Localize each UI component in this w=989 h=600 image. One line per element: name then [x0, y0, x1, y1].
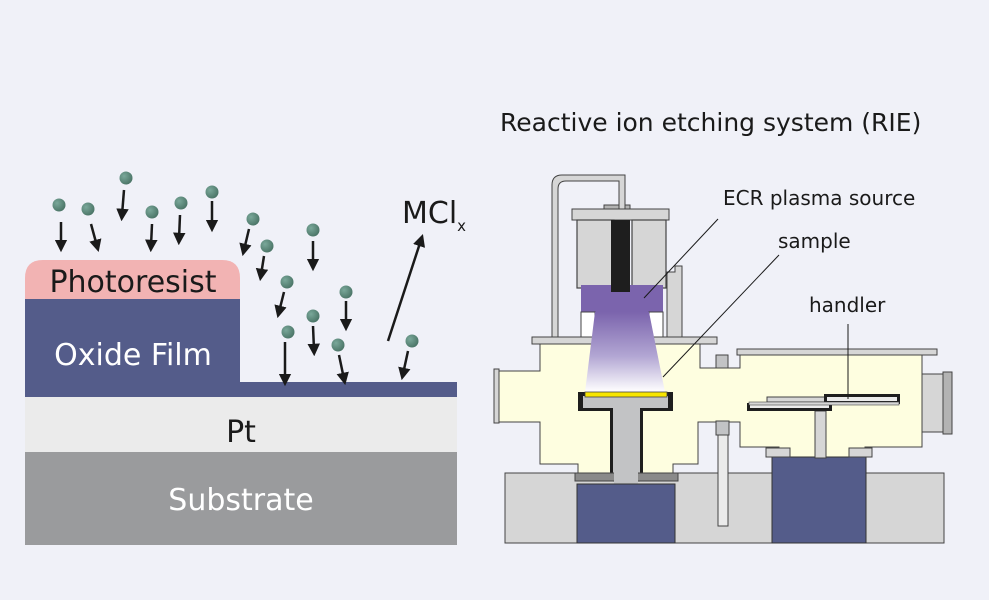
- ion-particle: [281, 325, 295, 339]
- magnet-coil-left: [576, 219, 615, 289]
- ion-trajectory-arrow: [255, 255, 269, 282]
- product-subscript: x: [457, 217, 466, 235]
- ion-trajectory-arrow: [116, 189, 129, 222]
- product-arrow: [386, 234, 425, 342]
- ion-trajectory-arrow: [239, 228, 252, 257]
- ion-particle: [260, 239, 274, 253]
- ion-particle: [306, 309, 320, 323]
- handler-drive-base: [771, 456, 867, 544]
- ion-particle: [119, 171, 133, 185]
- substrate-label: Substrate: [168, 483, 313, 518]
- etch-cross-section: Photoresist Oxide Film Pt Substrate MClx: [25, 171, 466, 545]
- stage-drive-base: [576, 483, 676, 544]
- gate-valve-head: [715, 420, 730, 436]
- magnet-coil-right: [631, 219, 667, 289]
- sample-label: sample: [778, 229, 851, 253]
- handler-arm-upper-inner: [827, 397, 897, 401]
- handler-arm-rail: [748, 401, 900, 406]
- ion-particle: [81, 202, 95, 216]
- ion-particle: [405, 334, 419, 348]
- oxide-film-label: Oxide Film: [54, 338, 212, 373]
- ion-particles: [52, 171, 419, 387]
- rie-system: Reactive ion etching system (RIE): [493, 108, 953, 544]
- product-label: MClx: [402, 196, 466, 235]
- ion-particle: [331, 338, 345, 352]
- handler-arm-upper-plate: [766, 396, 828, 403]
- photoresist-layer: [25, 260, 240, 299]
- handler-post: [814, 410, 827, 459]
- left-port-flange: [493, 368, 500, 424]
- pt-layer: [25, 397, 457, 452]
- handler-chamber-top-plate: [736, 348, 938, 356]
- ion-particle: [205, 185, 219, 199]
- photoresist-label: Photoresist: [49, 265, 216, 300]
- ecr-source-label: ECR plasma source: [723, 186, 915, 210]
- pt-label: Pt: [226, 415, 256, 450]
- ion-trajectory-arrow: [89, 223, 102, 253]
- handler-mount-right: [848, 447, 873, 458]
- ion-trajectory-arrow: [336, 354, 349, 386]
- ion-particle: [280, 275, 294, 289]
- ion-particle: [145, 205, 159, 219]
- ion-particle: [306, 223, 320, 237]
- ion-particle: [246, 212, 260, 226]
- ion-trajectory-arrow: [274, 291, 287, 319]
- ion-particle: [174, 196, 188, 210]
- sample-leader-line: [662, 254, 780, 378]
- valve-block: [715, 354, 729, 369]
- gate-valve-rod: [717, 434, 729, 527]
- waveguide: [611, 220, 630, 292]
- substrate-layer: [25, 452, 457, 545]
- ion-trajectory-arrow: [173, 214, 186, 246]
- gas-line-right: [666, 265, 683, 338]
- ion-particle: [339, 285, 353, 299]
- handler-arm-lower-inner: [750, 405, 829, 408]
- rie-title: Reactive ion etching system (RIE): [500, 108, 921, 137]
- ion-trajectory-arrow: [307, 325, 320, 357]
- ion-trajectory-arrow: [398, 350, 411, 381]
- plasma-beam: [585, 312, 665, 392]
- ion-particle: [52, 198, 66, 212]
- stage-flange-stem: [614, 470, 638, 484]
- sample-stage: [583, 396, 668, 482]
- handler-mount-left: [765, 447, 791, 458]
- sample-wafer: [584, 391, 668, 398]
- oxide-film-layer: [25, 299, 457, 397]
- right-port: [921, 373, 945, 433]
- handler-label: handler: [809, 293, 886, 317]
- ecr-leader-line: [643, 218, 719, 299]
- ion-trajectory-arrow: [145, 223, 158, 253]
- magnet-coil-top: [571, 208, 670, 221]
- right-port-flange: [942, 371, 953, 435]
